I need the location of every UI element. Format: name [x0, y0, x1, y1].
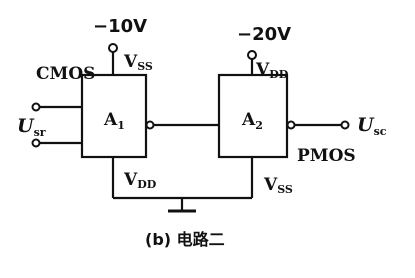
a2-top-pin-label: VDD: [255, 60, 289, 81]
a1-output-bubble: [145, 120, 155, 130]
a1-top-pin-label: VSS: [123, 52, 153, 73]
a2-block: [217, 73, 289, 159]
a2-label: A2: [241, 110, 263, 132]
a1-label: A1: [103, 110, 125, 132]
a1-supply-terminal: [108, 43, 118, 53]
output-label: Usc: [357, 114, 387, 138]
input-terminal-upper: [31, 102, 41, 112]
input-label: Usr: [17, 115, 46, 139]
a2-supply-voltage: −20V: [237, 24, 291, 45]
a1-process-label: CMOS: [36, 64, 95, 84]
input-terminal-lower: [31, 138, 41, 148]
a1-block: [80, 73, 148, 159]
a1-bottom-pin-label: VDD: [123, 170, 157, 191]
a1-supply-voltage: −10V: [93, 16, 147, 37]
diagram-caption: (b) 电路二: [145, 230, 225, 249]
output-terminal: [340, 120, 350, 130]
a2-bottom-pin-label: VSS: [263, 175, 293, 196]
a2-output-bubble: [286, 120, 296, 130]
a2-supply-terminal: [247, 50, 257, 60]
a2-process-label: PMOS: [297, 146, 356, 166]
